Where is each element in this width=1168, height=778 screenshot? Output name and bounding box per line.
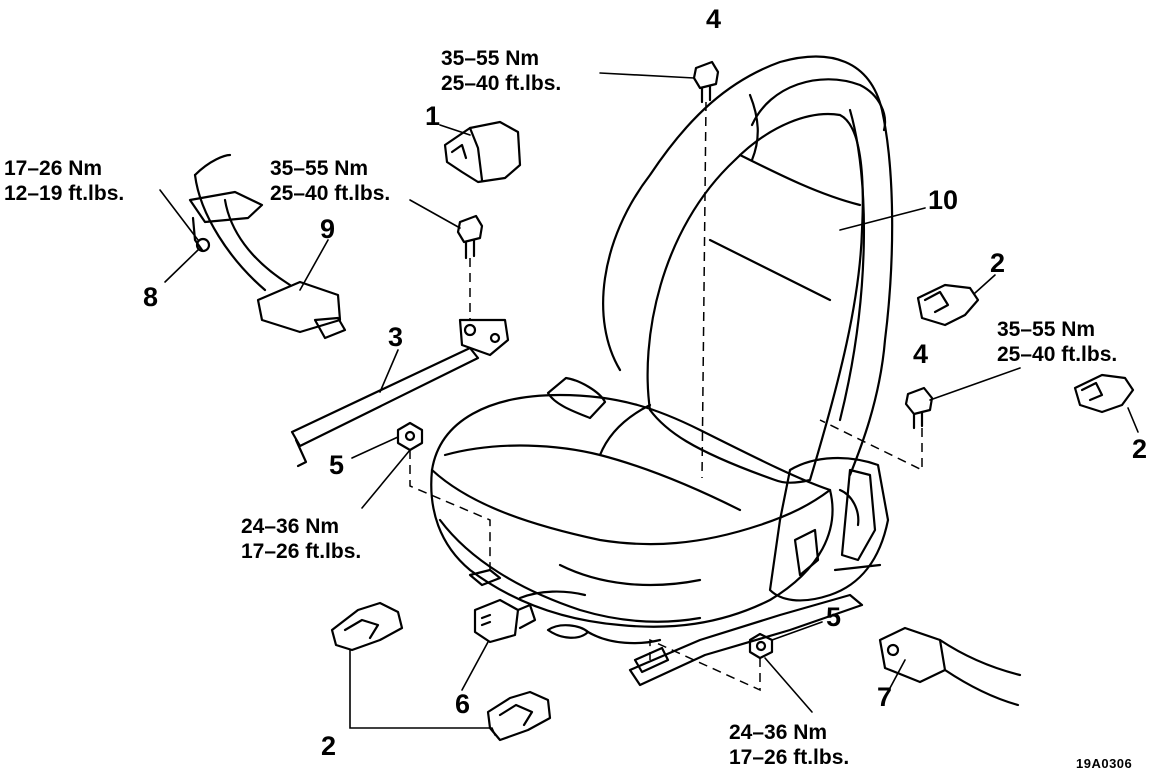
torque-imperial: 25–40 ft.lbs.	[270, 182, 391, 205]
callout-9: 9	[320, 214, 336, 244]
torque-imperial: 17–26 ft.lbs.	[729, 746, 850, 769]
bolt-top	[692, 60, 720, 104]
torque-spec-bottom-nut: 24–36 Nm 17–26 ft.lbs.	[729, 720, 849, 770]
callout-3: 3	[388, 322, 404, 352]
torque-metric: 35–55 Nm	[441, 47, 540, 70]
callout-4-right: 4	[913, 339, 929, 369]
cover-2-right-mid-shape	[1073, 373, 1135, 414]
torque-imperial: 25–40 ft.lbs.	[441, 72, 562, 95]
torque-metric: 17–26 Nm	[4, 157, 103, 180]
callout-5-left: 5	[329, 450, 345, 480]
torque-metric: 35–55 Nm	[997, 318, 1096, 341]
torque-spec-left-nut: 24–36 Nm 17–26 ft.lbs.	[241, 514, 361, 564]
rail-bar-3-shape	[290, 318, 510, 468]
cover-2-right-top-shape	[916, 283, 980, 327]
torque-imperial: 17–26 ft.lbs.	[241, 540, 362, 563]
torque-spec-right-bolt: 35–55 Nm 25–40 ft.lbs.	[997, 317, 1117, 367]
nut-left	[396, 421, 424, 452]
figure-code: 19A0306	[1076, 756, 1133, 771]
leader-lines	[159, 72, 1139, 736]
callout-10: 10	[928, 185, 959, 215]
torque-imperial: 12–19 ft.lbs.	[4, 182, 125, 205]
bolt-right	[904, 386, 934, 430]
cover-1-shape	[443, 120, 522, 184]
torque-metric: 24–36 Nm	[241, 515, 340, 538]
torque-imperial: 25–40 ft.lbs.	[997, 343, 1118, 366]
torque-spec-belt-bolt: 17–26 Nm 12–19 ft.lbs.	[4, 156, 124, 206]
belt-buckle-9-shape	[188, 153, 347, 340]
belt-tongue-7-shape	[878, 626, 1022, 707]
torque-metric: 35–55 Nm	[270, 157, 369, 180]
bolt-rail	[456, 214, 484, 260]
callout-8: 8	[143, 282, 159, 312]
torque-spec-rail-bolt: 35–55 Nm 25–40 ft.lbs.	[270, 156, 390, 206]
connector-6-shape	[473, 598, 537, 644]
callout-5-bottom: 5	[826, 602, 842, 632]
callout-2-right-mid: 2	[1132, 434, 1148, 464]
callout-1: 1	[425, 101, 441, 131]
callout-6: 6	[455, 689, 471, 719]
seat-assembly	[430, 55, 894, 687]
callout-2-right-top: 2	[990, 248, 1006, 278]
nut-bottom	[748, 632, 774, 660]
torque-spec-top-bolt: 35–55 Nm 25–40 ft.lbs.	[441, 46, 561, 96]
callout-4-top: 4	[706, 4, 722, 34]
callout-7: 7	[877, 682, 893, 712]
alignment-lines	[409, 101, 923, 692]
callout-2-bottom: 2	[321, 731, 337, 761]
torque-metric: 24–36 Nm	[729, 721, 828, 744]
